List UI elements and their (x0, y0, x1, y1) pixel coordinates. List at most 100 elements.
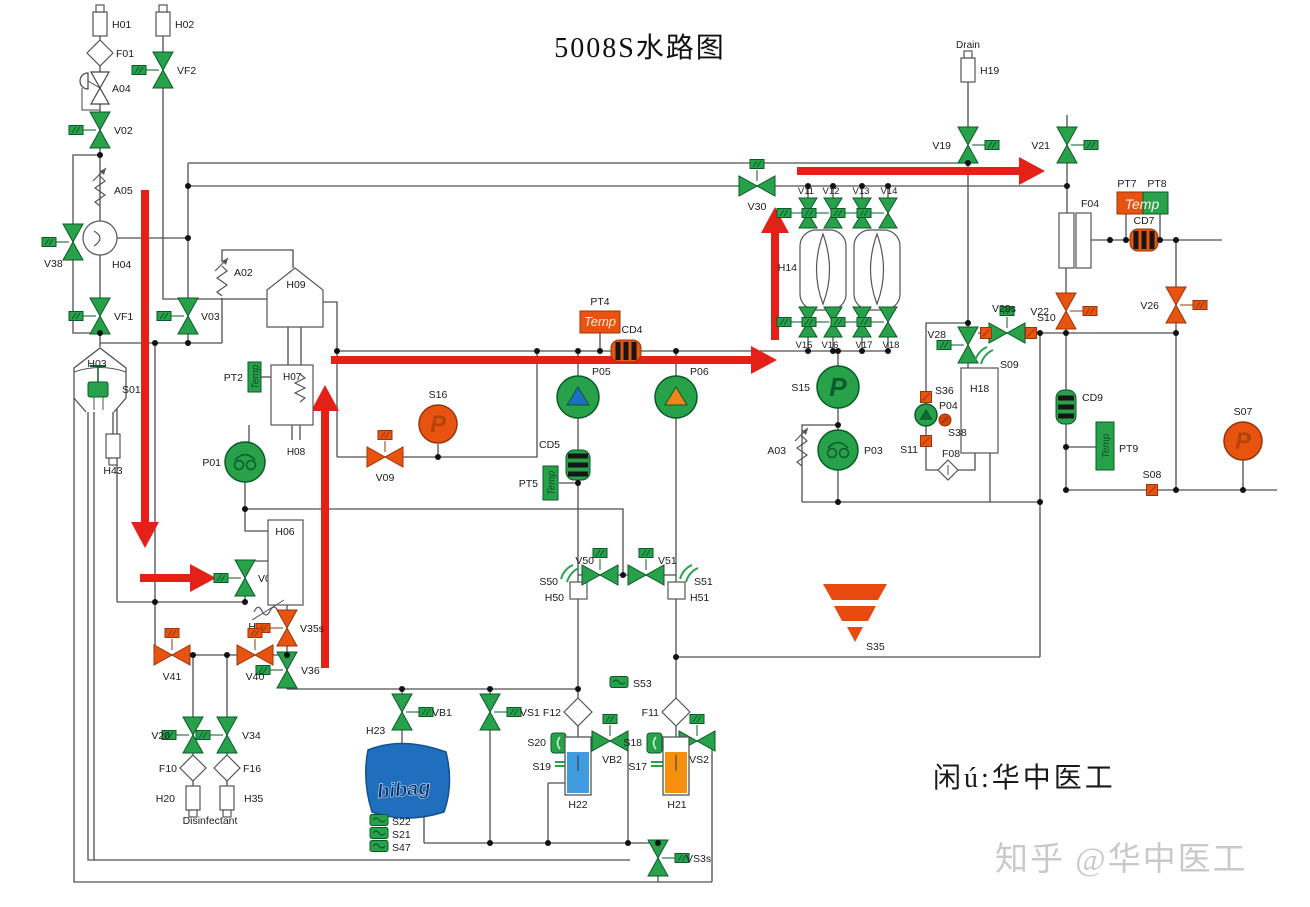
component-label: V13 (853, 186, 870, 197)
label-disinfectant: Disinfectant (183, 815, 238, 827)
component-label: S11 (900, 444, 918, 456)
sensor-s47: S47 (369, 840, 411, 854)
component-label: V41 (163, 671, 182, 683)
valve-v21: V21 (1031, 126, 1099, 164)
pipe-junction (1157, 237, 1163, 243)
component-label: H43 (103, 465, 122, 477)
component-label: S09 (1000, 359, 1019, 371)
pipe-junction (830, 348, 836, 354)
vessel-h18: H18 (960, 367, 999, 454)
component-label: V28 (927, 329, 946, 341)
component-label: V40 (246, 671, 265, 683)
pipe-junction (620, 572, 626, 578)
svg-text:H08: H08 (287, 447, 306, 458)
component-label: V11 (798, 186, 814, 197)
valve-a04: A04 (79, 71, 131, 111)
pipe-junction (597, 348, 603, 354)
component-label: S38 (948, 427, 967, 439)
component-label: F04 (1081, 198, 1099, 210)
pump-p06: P06 (654, 366, 709, 419)
component-label: H20 (156, 793, 175, 805)
pipe-junction (334, 348, 340, 354)
component-label: F01 (116, 48, 134, 60)
pipe-junction (242, 599, 248, 605)
pipe-junction (885, 348, 891, 354)
pipe-junction (487, 840, 493, 846)
valve-v14: V14 (856, 186, 898, 229)
component-label: V15 (796, 340, 813, 351)
credit-text: 闲ú:华中医工 (933, 763, 1116, 794)
sensor-s11: S11 (900, 435, 932, 456)
component-label: V20 (151, 730, 170, 742)
valve-vs1: VS1 (479, 693, 540, 731)
component-label: V38 (44, 258, 63, 270)
port-h50: H50 (545, 581, 588, 604)
component-label: V50 (575, 555, 594, 567)
pipe-junction (965, 320, 971, 326)
valve-v38: V38 (41, 223, 84, 270)
component-label: F11 (642, 707, 659, 719)
component-label: V17 (856, 340, 873, 351)
component-label: VB1 (432, 707, 452, 719)
sensor-s50: S50 (539, 564, 580, 588)
component-label: P05 (592, 366, 611, 378)
sensor-s10: S10 (1025, 312, 1056, 339)
component-label: VS3s (686, 853, 711, 865)
component-label: S35 (866, 641, 885, 653)
component-label: H19 (980, 65, 999, 77)
component-label: P04 (939, 400, 958, 412)
component-label: F16 (243, 763, 261, 775)
valve-v35s: V35s (255, 609, 324, 647)
flow-arrow (761, 207, 789, 340)
port-h19: H19 (960, 50, 999, 83)
pipe-junction (575, 480, 581, 486)
pipe (337, 351, 538, 458)
valve-v11: V11 (776, 186, 818, 229)
pipe-junction (1037, 330, 1043, 336)
component-label: PT4 (590, 296, 609, 308)
component-label: V19 (932, 140, 951, 152)
component-label: S50 (539, 576, 558, 588)
sensor-s21: S21 (369, 827, 411, 841)
valve-v03: V03 (156, 297, 220, 335)
sensor-s22: S22 (369, 814, 411, 828)
pipe-junction (97, 330, 103, 336)
valve-vb2: VB2 (591, 714, 629, 766)
filter-f10: F10 (159, 754, 207, 782)
svg-text:P: P (829, 372, 847, 402)
component-label: S17 (628, 761, 647, 773)
conductivity-cd9: CD9 (1055, 389, 1103, 425)
component-label: VF2 (177, 65, 196, 77)
valve-v41: V41 (153, 628, 191, 683)
valve-v40: V40 (236, 628, 274, 683)
component-label: A05 (114, 185, 133, 197)
component-label: V35s (300, 623, 324, 635)
svg-text:Drain: Drain (956, 40, 980, 51)
component-label: F08 (942, 448, 960, 460)
pipe (244, 482, 268, 532)
component-label: V36 (301, 665, 320, 677)
component-label: H14 (778, 262, 797, 274)
component-label: H01 (112, 19, 131, 31)
component-label: S16 (429, 389, 448, 401)
component-label: VB2 (602, 754, 622, 766)
sensor-s20: S20 (527, 732, 567, 754)
valve-v12: V12 (801, 186, 843, 229)
pipe-junction (1037, 499, 1043, 505)
svg-text:PT7: PT7 (1117, 178, 1136, 190)
pump-p04: P04 (914, 400, 958, 427)
pipe-junction (190, 652, 196, 658)
component-label: H06 (275, 526, 294, 538)
component-label: A02 (234, 267, 253, 279)
component-label: V26 (1140, 300, 1159, 312)
pipe-junction (575, 348, 581, 354)
sensor-s08: S08 (1143, 469, 1161, 496)
pipe-junction (1063, 330, 1069, 336)
port-h51: H51 (667, 581, 709, 604)
pipe (323, 301, 338, 457)
pipe-junction (805, 183, 811, 189)
heat-exchanger-h04: H04 (82, 220, 131, 271)
